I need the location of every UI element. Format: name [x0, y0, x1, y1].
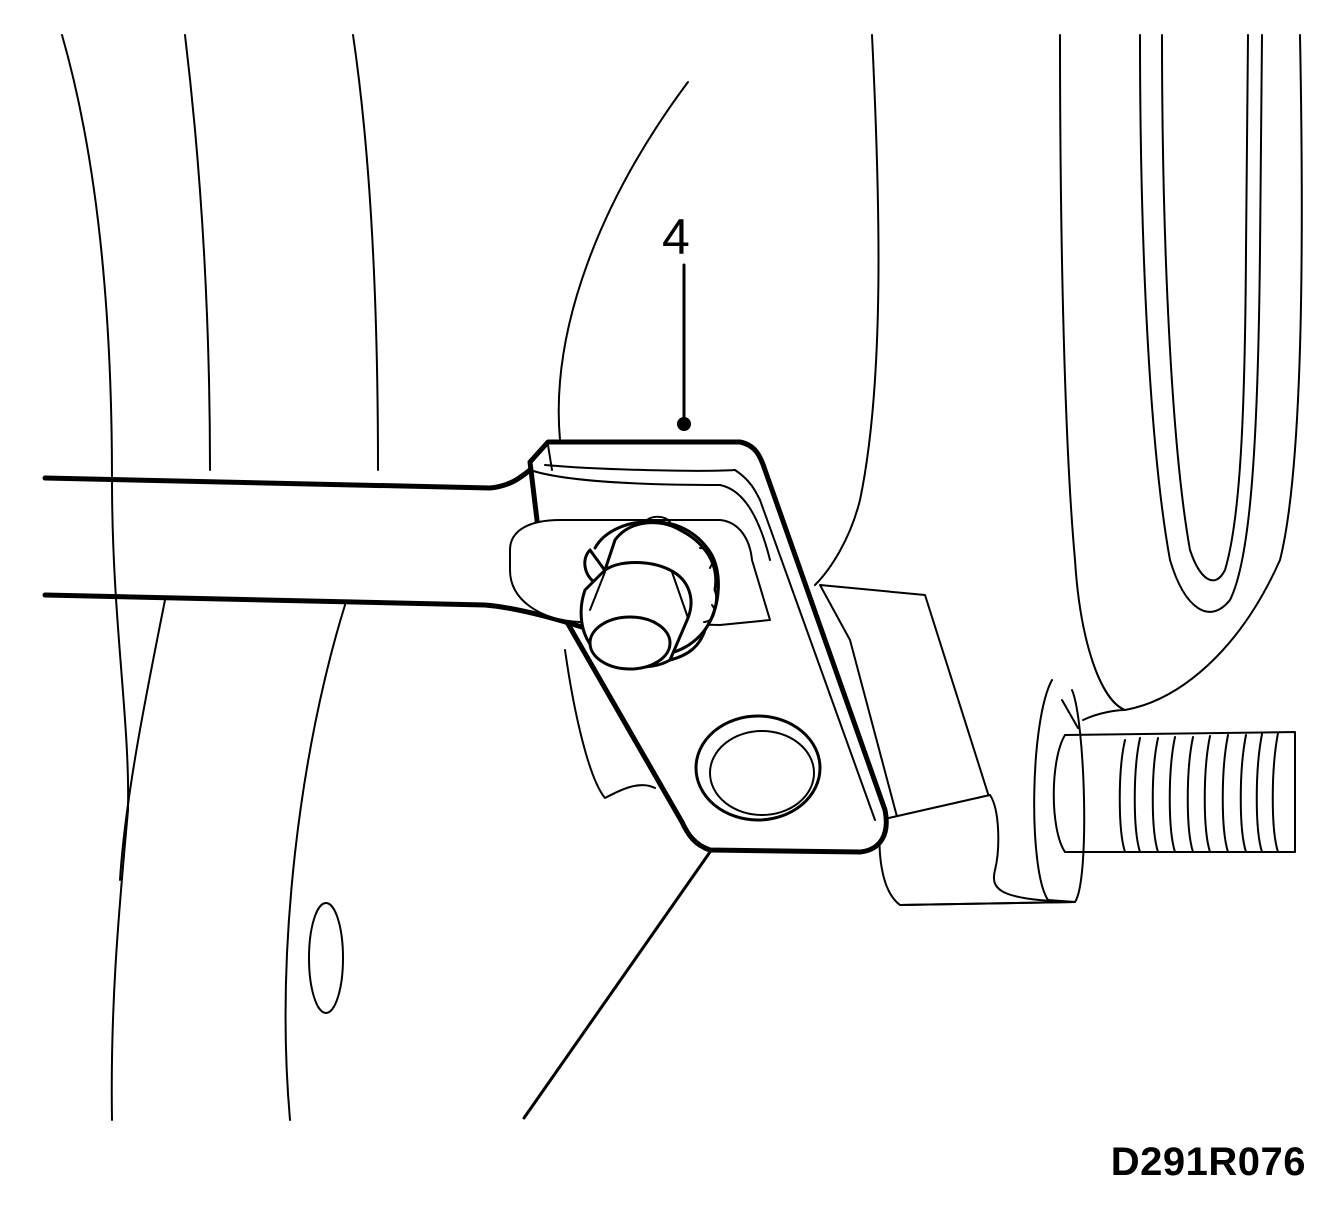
bracket-plate	[527, 439, 889, 855]
mounting-bracket	[819, 584, 1076, 906]
bracket-hole	[694, 714, 822, 822]
bolt	[579, 561, 693, 671]
callout-dot	[677, 417, 691, 431]
callout-number: 4	[662, 209, 690, 265]
drain-hole	[308, 902, 344, 1014]
leader-line-lower	[522, 850, 712, 1120]
housing-outline	[557, 34, 1303, 799]
figure-code: D291R076	[1110, 1140, 1306, 1184]
threaded-shaft	[1033, 679, 1296, 903]
callout-leader	[677, 263, 691, 431]
tire-outline	[61, 34, 379, 1121]
